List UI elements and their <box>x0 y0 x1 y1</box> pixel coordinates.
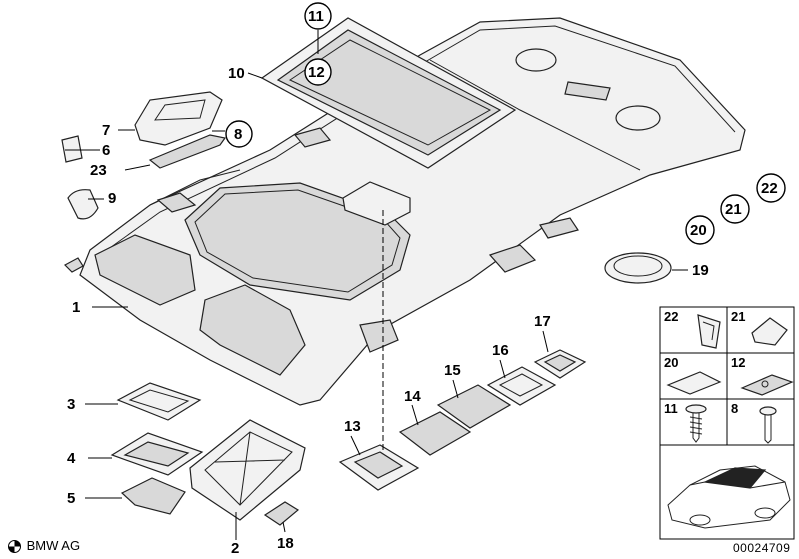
brand-footer: BMW AG <box>8 538 80 553</box>
document-id: 00024709 <box>733 541 791 555</box>
screw-icon-8 <box>759 406 777 444</box>
clip-icon-22 <box>697 314 721 349</box>
dome-cover-shape <box>342 181 411 226</box>
callout-4: 4 <box>67 450 76 467</box>
trim-strip-part <box>148 134 227 169</box>
car-silhouette-icon <box>667 465 791 529</box>
callout-9: 9 <box>108 190 116 207</box>
headliner-part <box>64 17 746 406</box>
callout-circle-21 <box>720 194 750 224</box>
callout-20: 20 <box>690 222 707 239</box>
callout-18: 18 <box>277 535 294 552</box>
clip-icon-21 <box>751 317 788 346</box>
leader-lines <box>65 30 688 540</box>
callout-circle-12 <box>304 58 332 86</box>
callout-12: 12 <box>308 64 325 81</box>
callout-6: 6 <box>102 142 110 159</box>
brand-label: BMW AG <box>26 538 81 553</box>
callout-13: 13 <box>344 418 361 435</box>
inset-label-12: 12 <box>731 355 745 370</box>
callout-17: 17 <box>534 313 551 330</box>
callout-circle-8 <box>225 120 253 148</box>
callout-15: 15 <box>444 362 461 379</box>
callout-circle-11 <box>304 2 332 30</box>
switch-part-18 <box>263 501 300 526</box>
clip-icon-12 <box>740 374 794 396</box>
callout-8: 8 <box>234 126 242 143</box>
callout-21: 21 <box>725 201 742 218</box>
callout-16: 16 <box>492 342 509 359</box>
inset-label-11: 11 <box>664 401 678 416</box>
callout-11: 11 <box>308 8 324 25</box>
callout-1: 1 <box>72 299 80 316</box>
inset-label-20: 20 <box>664 355 678 370</box>
callout-circle-20 <box>685 215 715 245</box>
callout-23: 23 <box>90 162 107 179</box>
speaker-ring-part <box>604 252 672 284</box>
callout-19: 19 <box>692 262 709 279</box>
frame-part-3 <box>116 382 202 421</box>
bmw-logo-icon <box>8 540 21 553</box>
callout-22: 22 <box>761 180 778 197</box>
inset-parts-grid: 22 21 20 12 11 8 <box>659 306 795 540</box>
callout-2: 2 <box>231 540 239 557</box>
inset-label-21: 21 <box>731 309 745 324</box>
inset-label-22: 22 <box>664 309 678 324</box>
callout-circle-22 <box>756 173 786 203</box>
sunroof-frame-part <box>260 17 517 169</box>
clip-part-6 <box>61 135 83 163</box>
callout-3: 3 <box>67 396 75 413</box>
callout-7: 7 <box>102 122 110 139</box>
inset-label-8: 8 <box>731 401 738 416</box>
cover-part-9 <box>67 189 99 220</box>
callout-10: 10 <box>228 65 245 82</box>
screw-icon-11 <box>685 404 707 443</box>
cover-part-5 <box>120 477 186 515</box>
callout-5: 5 <box>67 490 75 507</box>
lamp-part-14 <box>398 411 472 456</box>
clip-icon-20 <box>666 371 722 395</box>
callout-14: 14 <box>404 388 421 405</box>
lamp-part-15 <box>436 384 512 429</box>
